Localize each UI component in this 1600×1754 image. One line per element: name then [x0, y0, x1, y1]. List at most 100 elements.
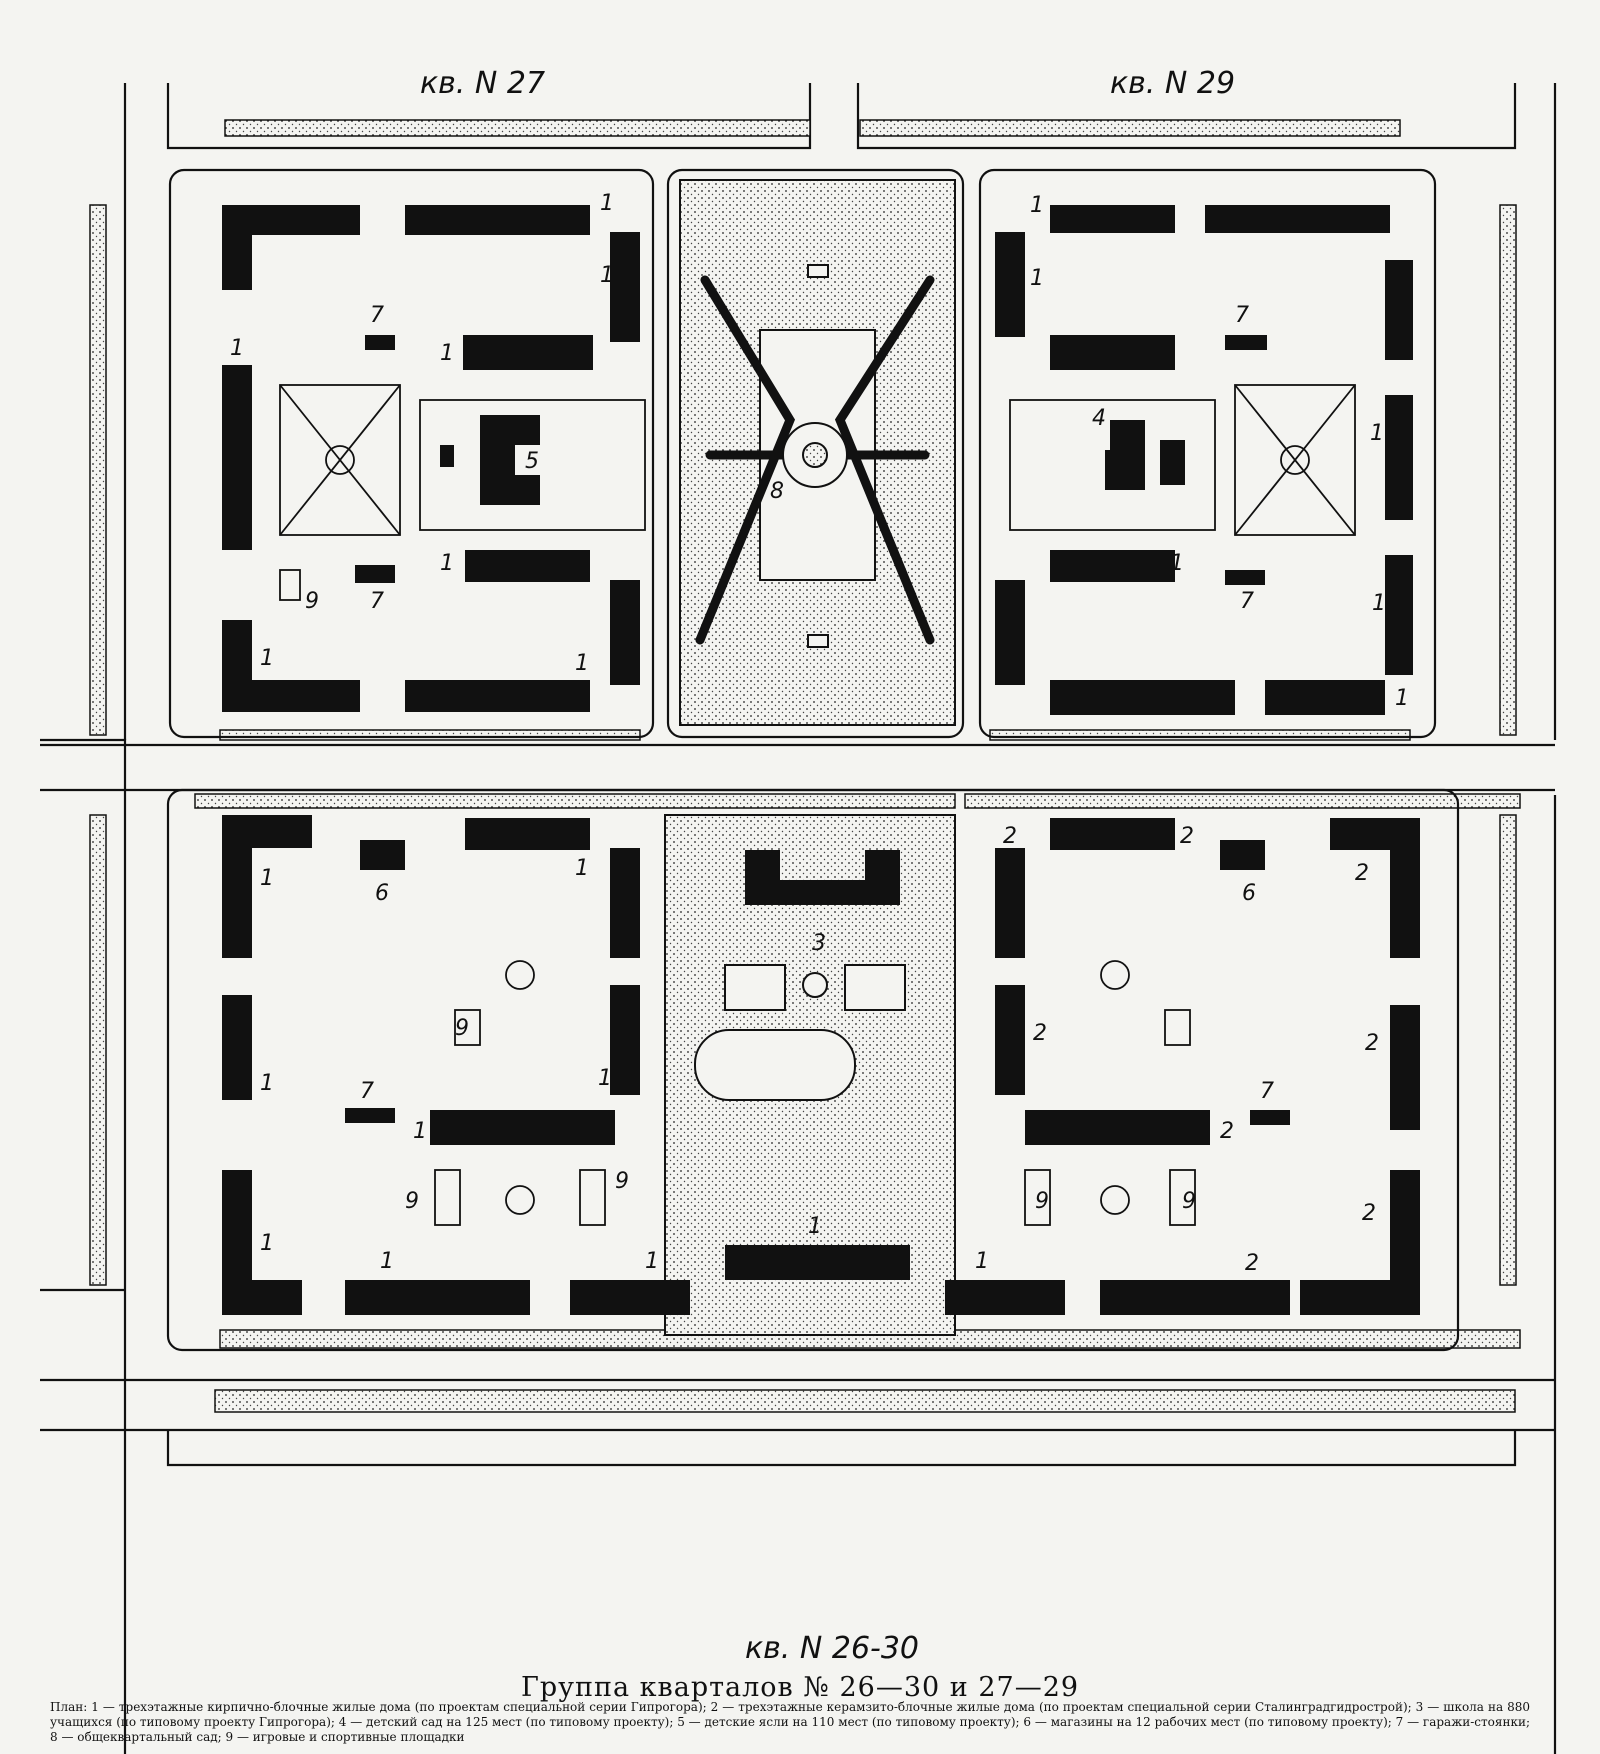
building-type-1 — [222, 205, 360, 290]
plan-number: 9 — [305, 589, 319, 614]
plan-number: 2 — [1220, 1119, 1234, 1144]
plan-number: 9 — [455, 1016, 469, 1041]
garden-pavilion — [807, 634, 829, 648]
building-type-2 — [1050, 818, 1175, 850]
garage — [1225, 335, 1267, 350]
plan-number: 2 — [1003, 824, 1017, 849]
kindergarten-annex — [1160, 440, 1185, 485]
building-type-1 — [463, 335, 593, 370]
boulevard-strip — [194, 793, 956, 809]
playground — [1169, 1169, 1196, 1226]
school-building — [745, 850, 900, 905]
plan-number: 7 — [1260, 1079, 1274, 1104]
boulevard-strip — [224, 119, 811, 137]
plan-number: 1 — [1370, 421, 1384, 446]
plan-number: 1 — [1395, 686, 1409, 711]
shop — [360, 840, 405, 870]
garage — [345, 1108, 395, 1123]
plan-number: 1 — [1372, 591, 1386, 616]
plan-number: 1 — [575, 651, 589, 676]
plan-number: 1 — [1030, 193, 1044, 218]
building-type-1 — [1050, 335, 1175, 370]
building-type-1 — [1265, 680, 1385, 715]
plan-number: 1 — [260, 1071, 274, 1096]
boulevard-strip — [89, 814, 107, 1286]
plan-number: 1 — [975, 1249, 989, 1274]
block-29 — [978, 168, 1437, 739]
plan-number: 1 — [1170, 551, 1184, 576]
building-type-1 — [995, 580, 1025, 685]
boulevard-strip — [989, 729, 1411, 741]
building-type-1 — [222, 995, 252, 1100]
building-type-1 — [222, 815, 312, 848]
plan-number: 1 — [413, 1119, 427, 1144]
building-type-1 — [465, 818, 590, 850]
street-line — [40, 738, 127, 1754]
building-type-1 — [222, 1280, 302, 1315]
playground — [579, 1169, 606, 1226]
plan-number: 8 — [770, 479, 784, 504]
playground — [1164, 1009, 1191, 1046]
building-type-1 — [405, 205, 590, 235]
shop — [1220, 840, 1265, 870]
plan-number: 1 — [645, 1249, 659, 1274]
building-type-2 — [995, 985, 1025, 1095]
garage — [365, 335, 395, 350]
plan-number: 1 — [230, 336, 244, 361]
plan-number: 7 — [360, 1079, 374, 1104]
building-type-1 — [222, 1170, 252, 1280]
plan-number: 7 — [1240, 589, 1254, 614]
building-type-1 — [1385, 260, 1413, 360]
plan-number: 1 — [808, 1214, 822, 1239]
block-26-30 — [166, 788, 1460, 1352]
plan-number: 5 — [525, 449, 539, 474]
plan-number: 4 — [1092, 406, 1106, 431]
building-type-2 — [995, 848, 1025, 958]
boulevard-strip — [1499, 204, 1517, 736]
garage — [355, 565, 395, 583]
plan-number: 2 — [1245, 1251, 1259, 1276]
building-type-1 — [610, 848, 640, 958]
plan-number: 9 — [405, 1189, 419, 1214]
building-type-1 — [222, 620, 360, 712]
plan-number: 1 — [260, 646, 274, 671]
figure-title: Группа кварталов № 26—30 и 27—29 — [520, 1672, 1080, 1703]
courtyard-path — [279, 384, 401, 536]
building-type-2 — [1330, 818, 1420, 958]
roundabout — [505, 960, 535, 990]
building-type-1 — [995, 232, 1025, 337]
plan-number: 1 — [260, 1231, 274, 1256]
garden-fountain — [802, 442, 828, 468]
boulevard-strip — [219, 729, 641, 741]
plan-number: 1 — [440, 341, 454, 366]
quarter-label-26-30: кв. N 26-30 — [745, 1631, 919, 1666]
block-27 — [168, 168, 655, 739]
building-type-1 — [1385, 395, 1413, 520]
boulevard-strip — [1499, 814, 1517, 1286]
building-type-1 — [1050, 680, 1235, 715]
courtyard-fountain — [1280, 445, 1310, 475]
nursery-annex — [440, 445, 454, 467]
building-type-1 — [610, 580, 640, 685]
street-line — [166, 83, 1517, 150]
kindergarten-yard — [1009, 399, 1216, 531]
garage — [1250, 1110, 1290, 1125]
building-type-1 — [1050, 550, 1175, 582]
building-type-1 — [725, 1245, 910, 1280]
building-type-1 — [345, 1280, 530, 1315]
building-type-1 — [465, 550, 590, 582]
roundabout — [505, 1185, 535, 1215]
garage — [1225, 570, 1265, 585]
street-line — [40, 743, 1555, 792]
street-line — [123, 83, 1557, 1754]
building-type-1 — [1385, 555, 1413, 675]
plan-number: 7 — [370, 303, 384, 328]
plan-number: 6 — [1242, 881, 1256, 906]
plan-number: 1 — [600, 263, 614, 288]
courtyard-fountain — [325, 445, 355, 475]
plan-number: 1 — [260, 866, 274, 891]
plan-number: 2 — [1365, 1031, 1379, 1056]
boulevard-strip — [964, 793, 1521, 809]
building-type-1 — [222, 848, 252, 958]
building-type-1 — [945, 1280, 1065, 1315]
